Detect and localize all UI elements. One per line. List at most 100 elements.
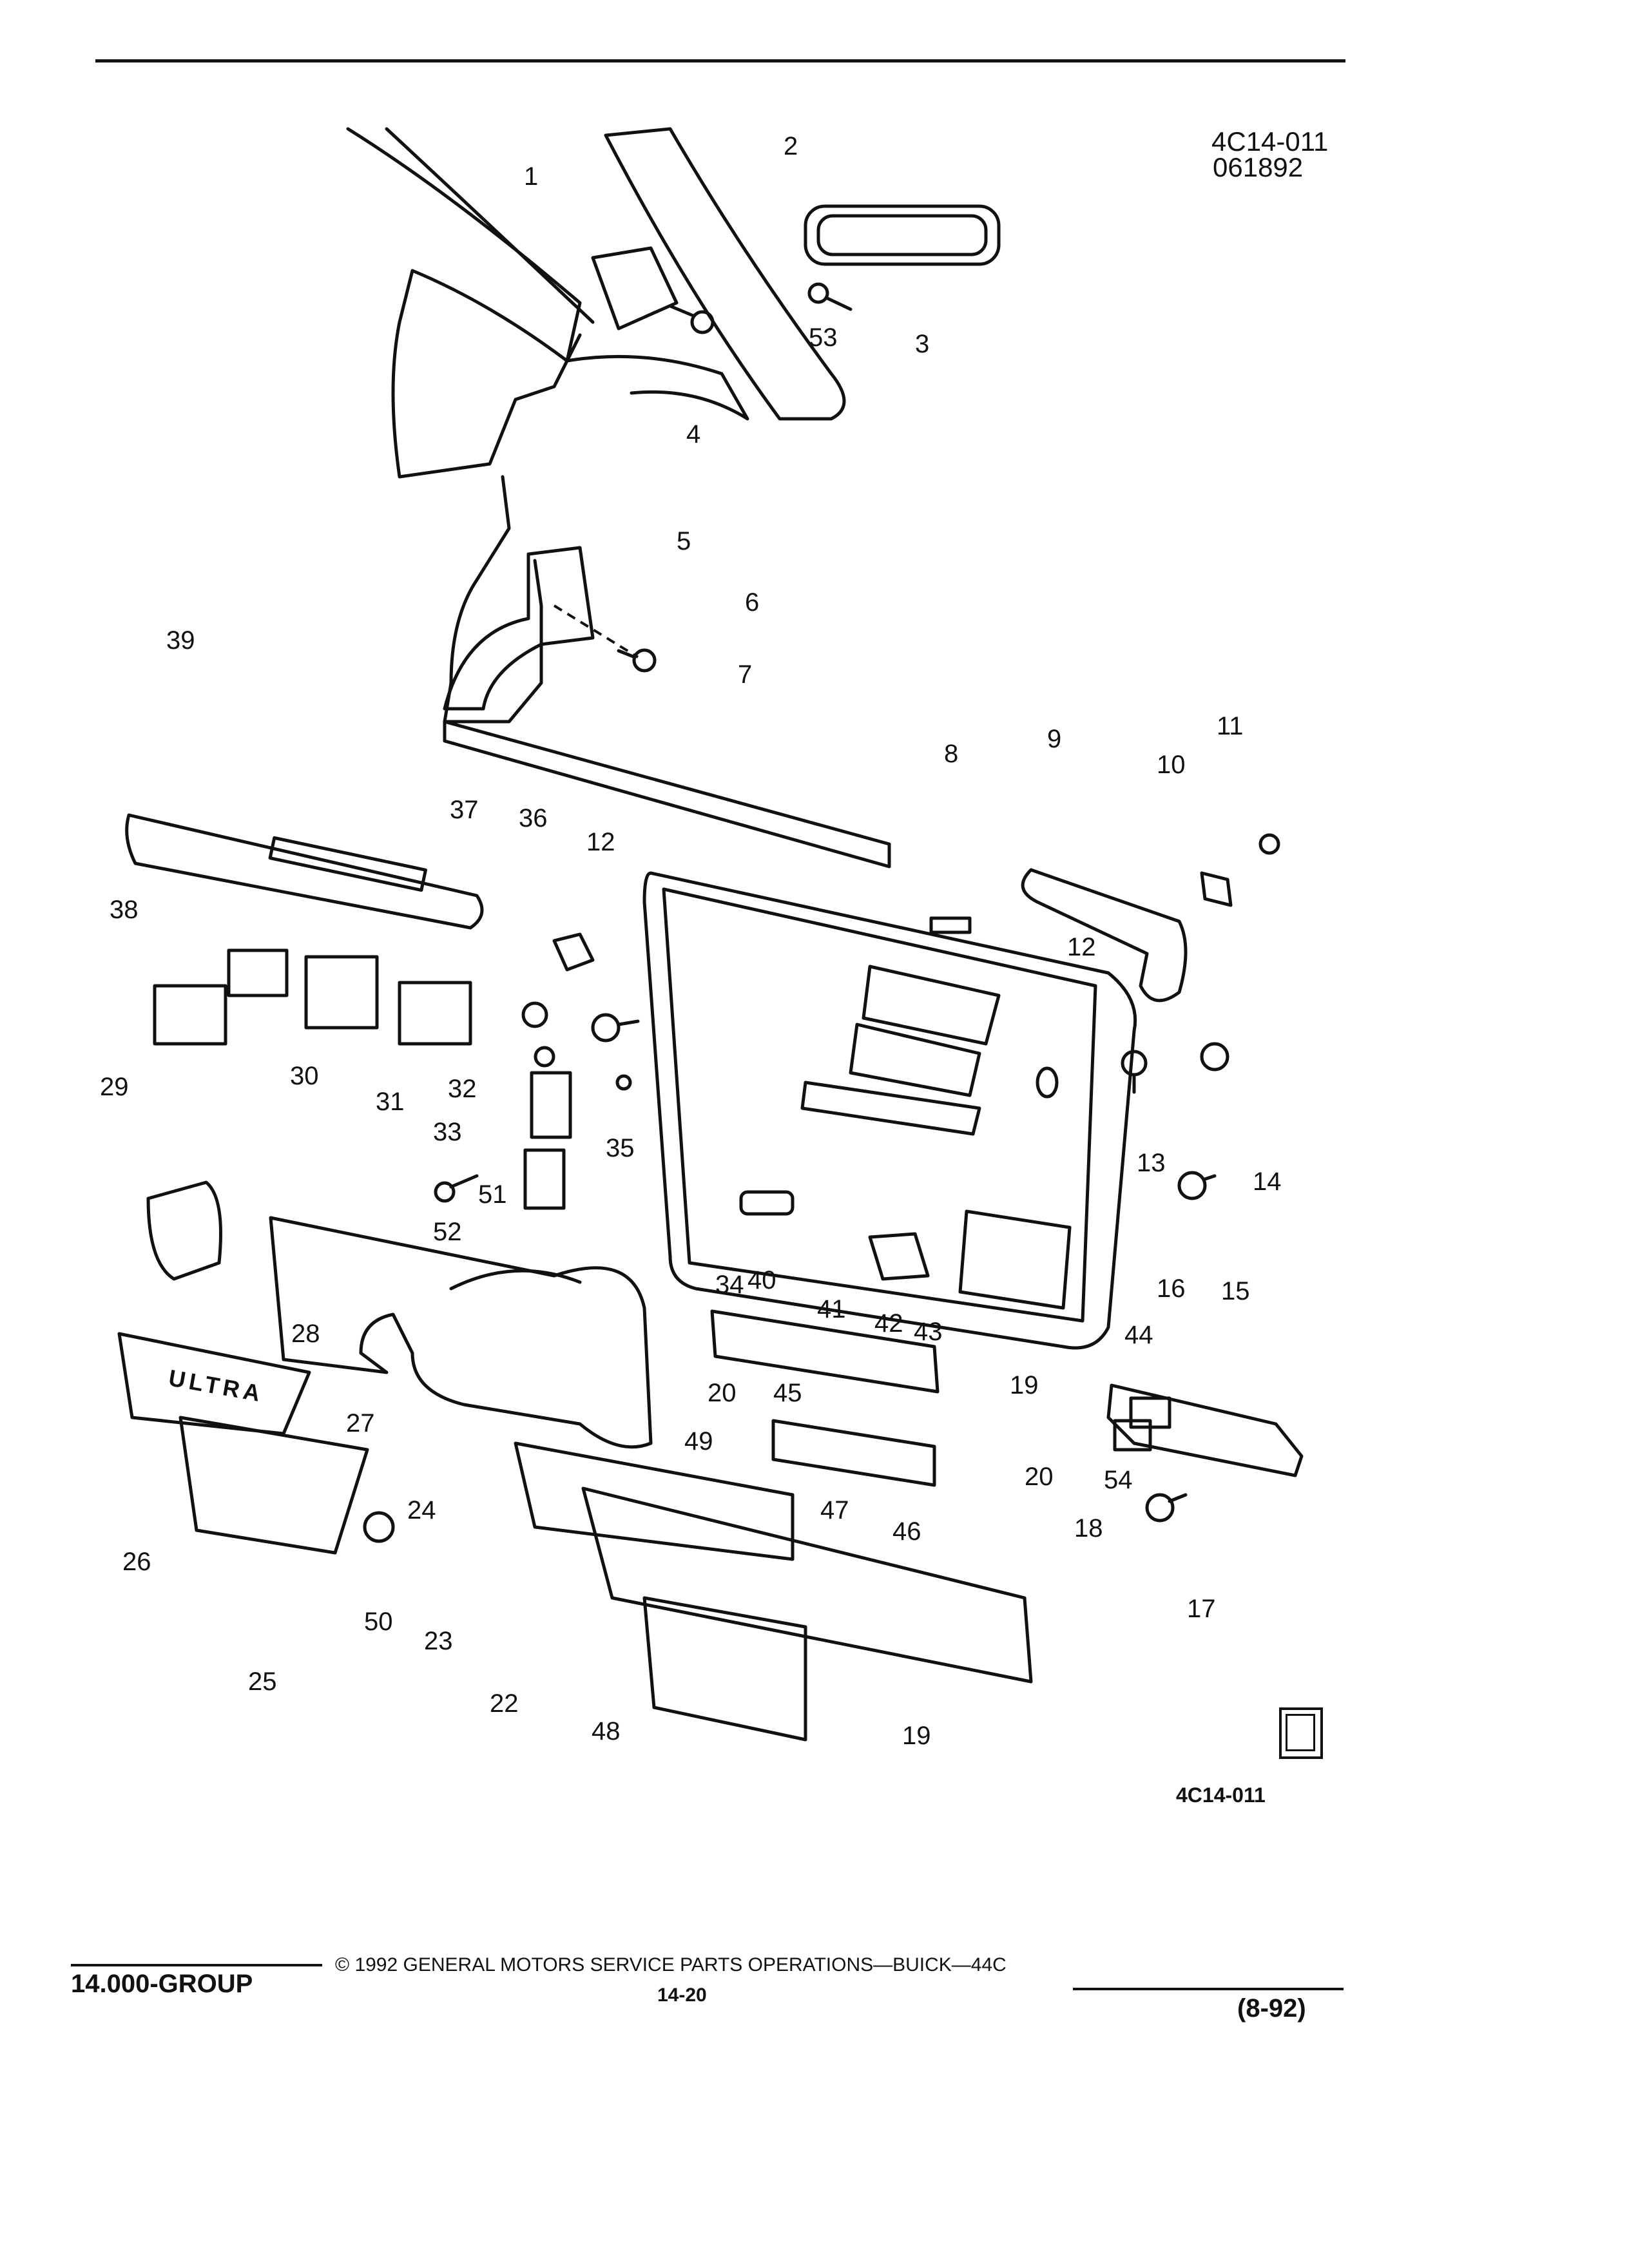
callout-46: 46 [892,1517,921,1546]
gm-spo-logo-icon [1279,1707,1323,1759]
date-code: 061892 [1213,152,1304,182]
part-33-switch [530,1071,572,1139]
part-31-switch-housing [398,981,472,1046]
callout-43: 43 [914,1318,943,1346]
callout-49: 49 [684,1427,713,1456]
callout-20-left: 20 [708,1379,737,1407]
part-51-switch [523,1148,566,1210]
callout-36: 36 [519,804,548,832]
callout-50: 50 [364,1608,393,1636]
footer-rule-left [71,1964,322,1966]
callout-42: 42 [874,1309,903,1338]
callout-28: 28 [291,1320,320,1348]
callout-7: 7 [738,660,753,689]
callout-38: 38 [110,896,139,924]
callout-45: 45 [773,1379,802,1407]
callout-8: 8 [944,740,959,768]
part-35-clip [615,1074,632,1091]
callout-32: 32 [448,1075,477,1103]
part-23-lower-carpet [514,1441,795,1561]
part-39-upper-trim [125,813,484,930]
callout-20-right: 20 [1025,1463,1054,1491]
part-4-screw [668,304,715,334]
footer-page-number: 14-20 [657,1984,707,2006]
part-50-nut [363,1511,395,1543]
reference-code: 4C14-011 [1211,126,1329,157]
part-40-switch-assembly [710,1309,940,1394]
footer-date: (8-92) [1237,1994,1306,2023]
callout-35: 35 [606,1134,635,1162]
part-54-switch [1113,1419,1152,1452]
callout-6: 6 [745,588,760,617]
callout-41: 41 [817,1295,846,1323]
part-12-screw-right [1121,1050,1148,1094]
part-32-nut [534,1046,555,1068]
part-30-switch-housing [304,955,379,1030]
part-37-nut [521,1001,548,1028]
callout-22: 22 [490,1689,519,1718]
callout-26: 26 [122,1548,151,1576]
callout-2: 2 [784,132,798,160]
callout-25: 25 [248,1667,277,1696]
part-14-nut [1200,1042,1229,1072]
figure-reference: 4C14-011 [1176,1783,1266,1807]
pillar-frame [346,127,749,724]
callout-13: 13 [1137,1149,1166,1177]
part-11-clip [1258,833,1280,855]
callout-16: 16 [1157,1274,1186,1303]
part-16-switch-bezel [1106,1383,1304,1477]
part-2-pillar-molding [604,127,846,421]
footer-rule-right [1073,1988,1344,1990]
part-7-sill-plate [443,720,891,869]
part-3-mirror [804,204,1001,266]
callout-12-left: 12 [586,828,615,856]
callout-48: 48 [592,1717,621,1745]
part-10-bracket [1200,871,1233,907]
part-9-pull-handle [1021,868,1188,1003]
callout-10: 10 [1157,751,1186,779]
part-34-lock-knob [739,1190,795,1216]
part-26-lower-trim [117,1332,311,1436]
part-12-screw-left [591,1013,640,1043]
callout-23: 23 [424,1627,453,1655]
callout-44: 44 [1124,1321,1153,1349]
part-24-armrest [269,1216,653,1449]
part-13-grommet [1036,1066,1059,1099]
part-29-switch-plate [153,984,227,1046]
part-22-lower-carpet [581,1486,1033,1684]
brand-plate-text: ULTRA [167,1365,266,1407]
callout-54: 54 [1104,1466,1133,1494]
callout-37: 37 [450,796,479,824]
callout-19-upper: 19 [1010,1371,1039,1399]
part-19-lamp [868,1232,930,1281]
part-49-switch-assembly [771,1419,936,1487]
footer-group: 14.000-GROUP [71,1970,253,1998]
callout-27: 27 [346,1409,375,1437]
callout-47: 47 [820,1496,849,1524]
part-38-switch-plate [227,948,289,997]
callout-11: 11 [1217,712,1244,740]
callout-18: 18 [1074,1514,1103,1542]
callout-19-lower: 19 [902,1722,931,1750]
top-rule [95,59,1345,62]
callout-51: 51 [478,1180,507,1209]
part-52-screw [434,1174,479,1203]
part-17-screw [1145,1493,1188,1523]
callout-53: 53 [809,323,838,352]
part-36-clip [552,932,595,972]
callout-12-right: 12 [1067,933,1096,961]
callout-4: 4 [686,420,701,448]
callout-39: 39 [166,626,195,655]
callout-33: 33 [433,1118,462,1146]
callout-17: 17 [1187,1595,1216,1623]
part-5-lower-pillar-trim [443,546,595,711]
callout-9: 9 [1047,725,1062,753]
part-48-map-pocket [642,1596,807,1742]
callout-15: 15 [1221,1277,1250,1305]
callout-34: 34 [715,1271,744,1299]
callout-3: 3 [915,330,930,358]
callout-24: 24 [407,1496,436,1524]
part-53-screw [807,282,853,311]
footer-copyright: © 1992 GENERAL MOTORS SERVICE PARTS OPER… [335,1954,1007,1975]
